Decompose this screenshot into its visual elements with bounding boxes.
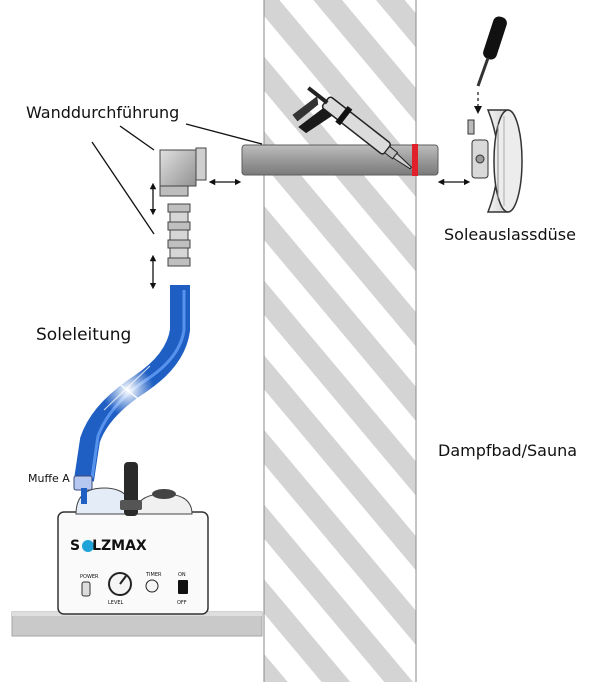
timer-knob[interactable] xyxy=(145,579,159,593)
screwdriver-icon xyxy=(474,16,507,114)
sealant-ring xyxy=(412,144,418,176)
movement-arrows xyxy=(149,178,471,290)
brine-hose xyxy=(74,285,190,482)
wall xyxy=(263,0,417,682)
label-sleeve-a: Muffe A xyxy=(28,472,70,485)
wall-pipe xyxy=(241,144,439,176)
elbow-fitting xyxy=(159,147,207,197)
on-label: ON xyxy=(178,572,186,578)
outlet-nozzle xyxy=(467,109,523,213)
caulking-gun-icon xyxy=(292,86,413,170)
timer-label: TIMER xyxy=(145,572,162,578)
on-off-switch[interactable] xyxy=(178,580,188,594)
label-brine-line: Soleleitung xyxy=(36,325,131,345)
sleeve-a xyxy=(73,475,93,491)
power-switch[interactable] xyxy=(81,581,91,597)
hose-connector xyxy=(167,203,191,267)
label-brine-outlet-nozzle: Soleauslassdüse xyxy=(444,225,576,244)
label-steam-room: Dampfbad/Sauna xyxy=(438,441,577,460)
dial-label: LEVEL xyxy=(108,600,124,606)
leader-lines xyxy=(91,123,263,235)
label-wall-passage: Wanddurchführung xyxy=(26,103,179,122)
power-label: POWER xyxy=(80,574,99,580)
off-label: OFF xyxy=(177,600,187,606)
logo-drop-icon xyxy=(82,540,94,552)
